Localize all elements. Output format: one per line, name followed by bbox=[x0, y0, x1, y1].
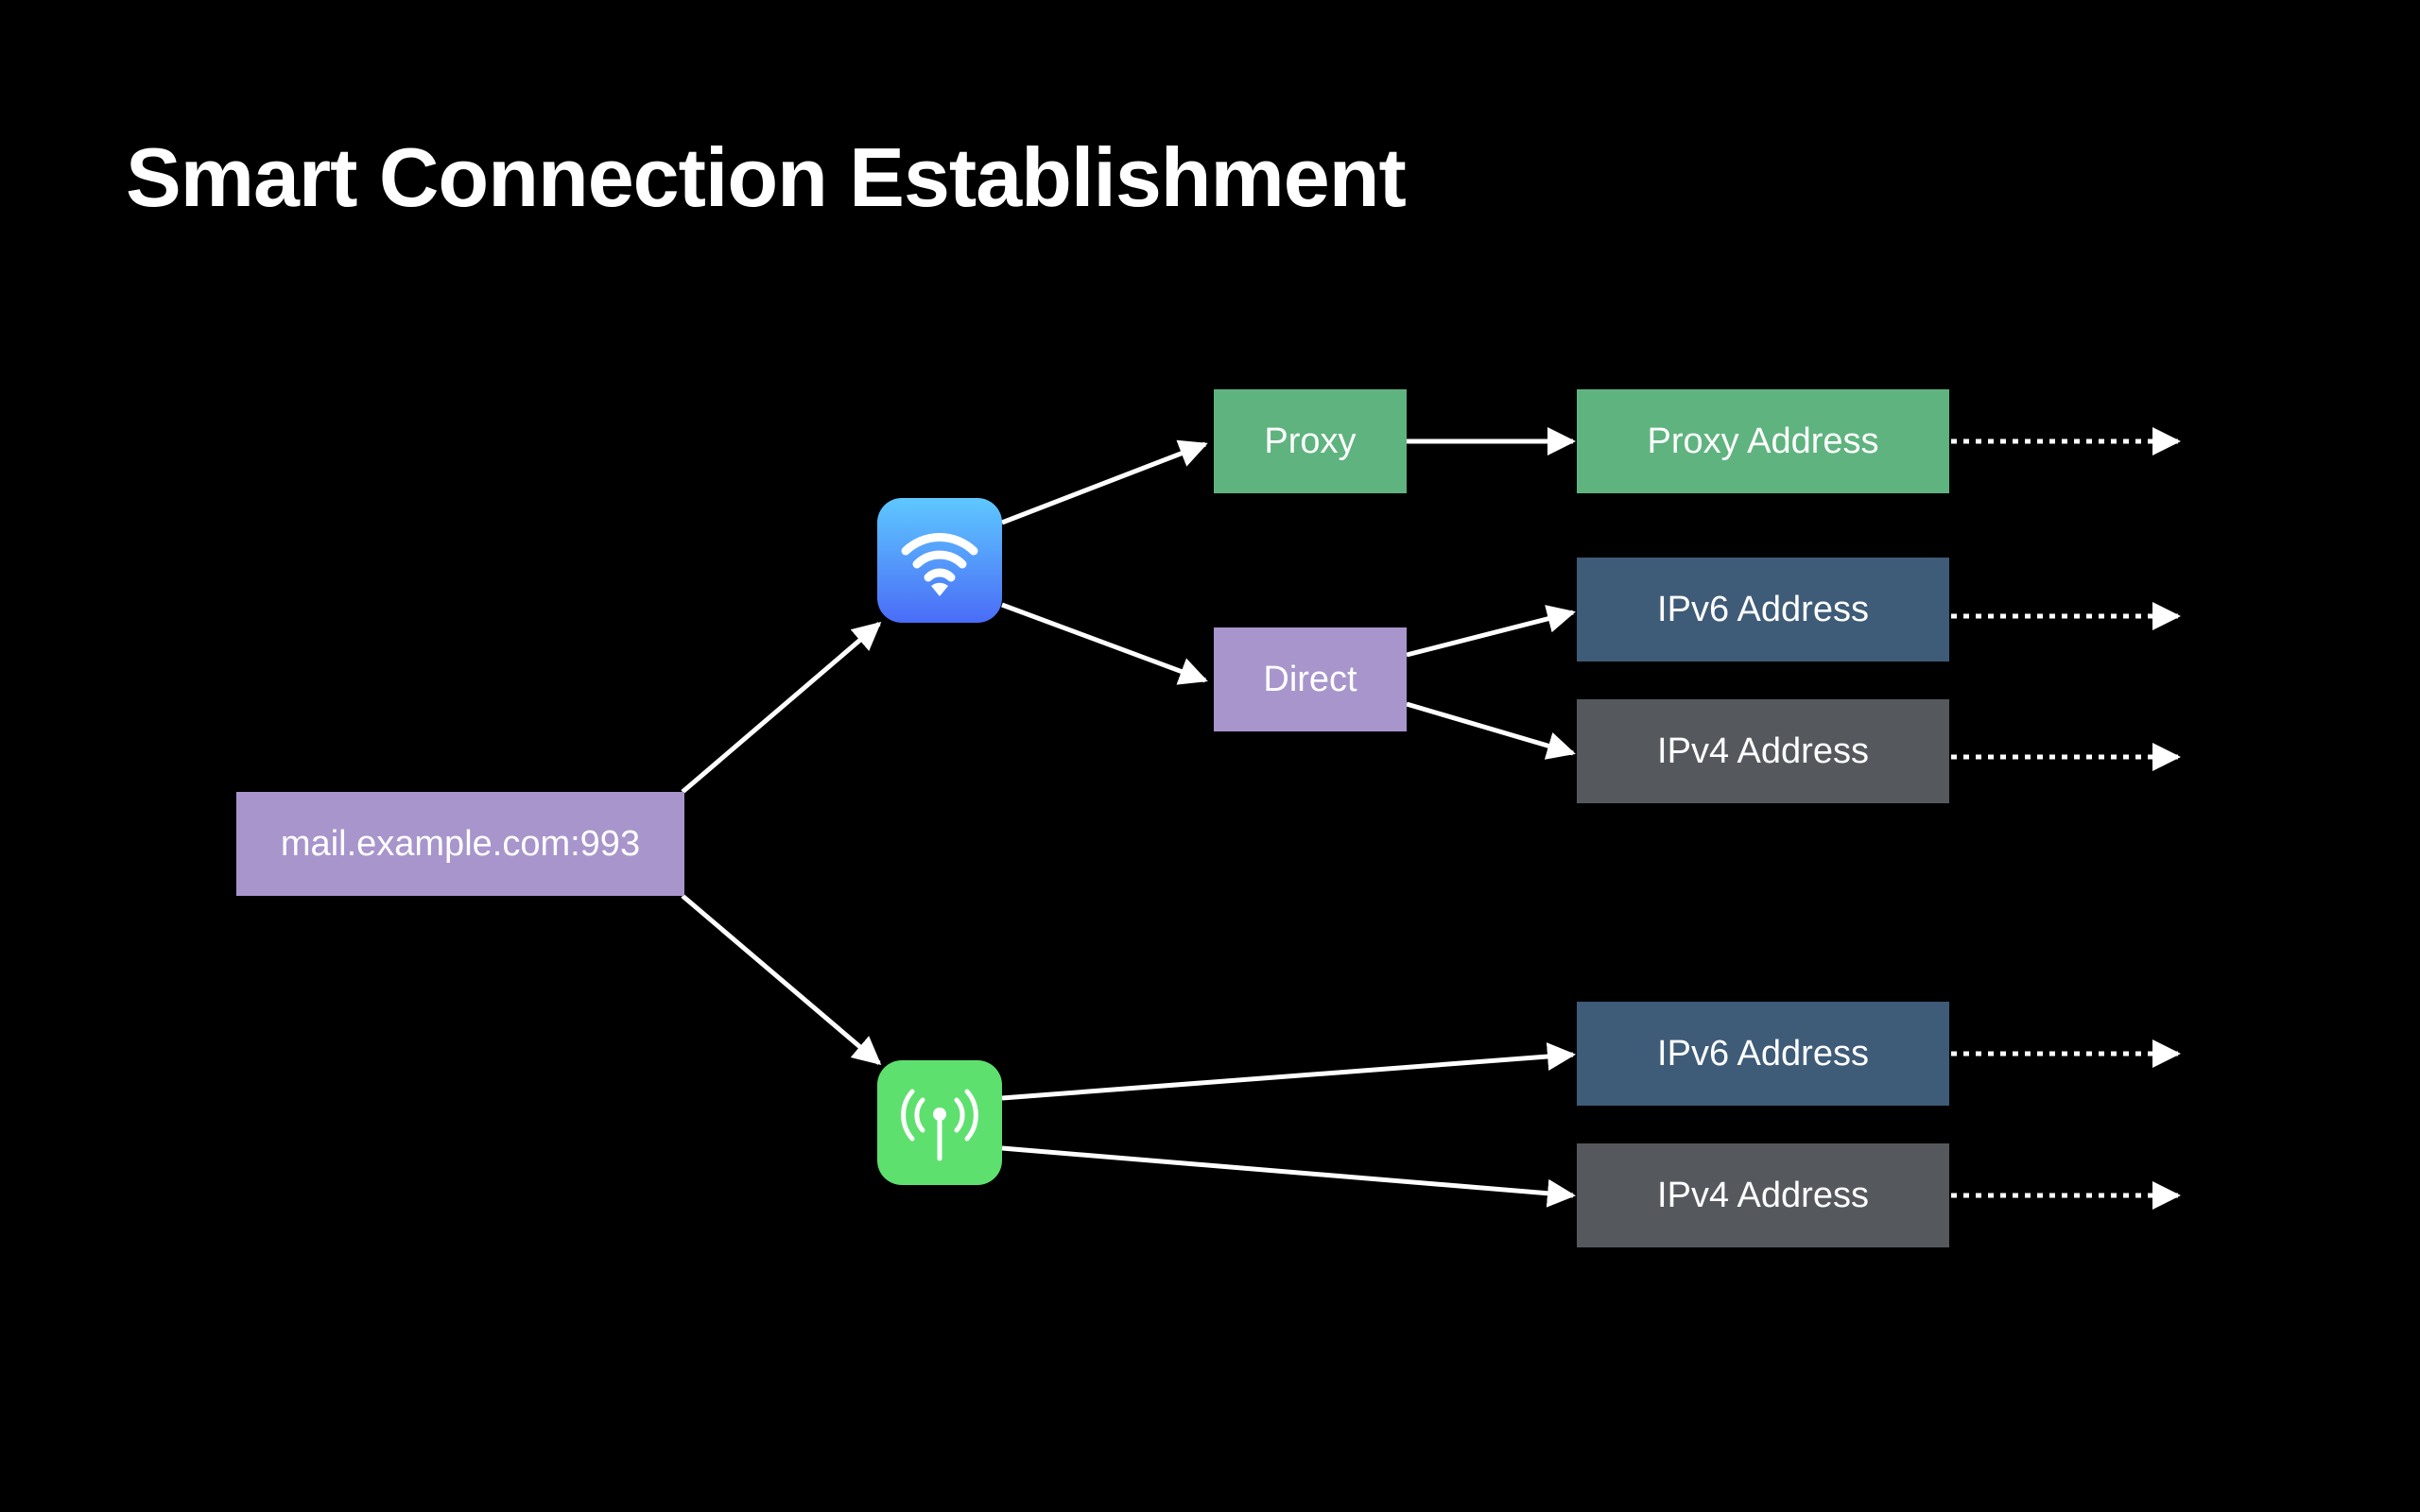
wifi-tile bbox=[877, 498, 1002, 623]
wifi-icon bbox=[901, 533, 978, 596]
arrow-endpoint-to-cellular bbox=[681, 894, 882, 1065]
arrow-direct-to-ipv6 bbox=[1406, 605, 1576, 658]
arrow-direct-to-ipv4 bbox=[1406, 701, 1576, 760]
proxy-address-box: Proxy Address bbox=[1577, 389, 1949, 493]
endpoint-label: mail.example.com:993 bbox=[280, 823, 641, 864]
arrow-cellular-to-ipv6 bbox=[1001, 1042, 1576, 1101]
proxy-address-label: Proxy Address bbox=[1647, 421, 1879, 461]
direct-box: Direct bbox=[1214, 627, 1407, 731]
arrow-wifi-to-direct bbox=[1001, 602, 1208, 685]
direct-label: Direct bbox=[1263, 659, 1357, 699]
proxy-label: Proxy bbox=[1264, 421, 1357, 461]
wifi-ipv4-address-box: IPv4 Address bbox=[1577, 699, 1949, 803]
page-title: Smart Connection Establishment bbox=[126, 130, 1407, 224]
cellular-antenna-icon bbox=[901, 1089, 978, 1161]
arrow-endpoint-to-wifi bbox=[681, 622, 882, 794]
cellular-ipv6-address-box: IPv6 Address bbox=[1577, 1002, 1949, 1106]
wifi-ipv6-address-label: IPv6 Address bbox=[1657, 589, 1869, 629]
arrow-wifi-to-proxy bbox=[1001, 439, 1208, 525]
wifi-ipv6-address-box: IPv6 Address bbox=[1577, 558, 1949, 662]
cellular-tile bbox=[877, 1060, 1002, 1185]
proxy-box: Proxy bbox=[1214, 389, 1407, 493]
wifi-ipv4-address-label: IPv4 Address bbox=[1657, 730, 1869, 771]
cellular-ipv4-address-box: IPv4 Address bbox=[1577, 1143, 1949, 1247]
cellular-ipv4-address-label: IPv4 Address bbox=[1657, 1175, 1869, 1215]
cellular-ipv6-address-label: IPv6 Address bbox=[1657, 1033, 1869, 1074]
endpoint-box: mail.example.com:993 bbox=[236, 792, 684, 896]
arrow-cellular-to-ipv4 bbox=[1001, 1145, 1576, 1208]
